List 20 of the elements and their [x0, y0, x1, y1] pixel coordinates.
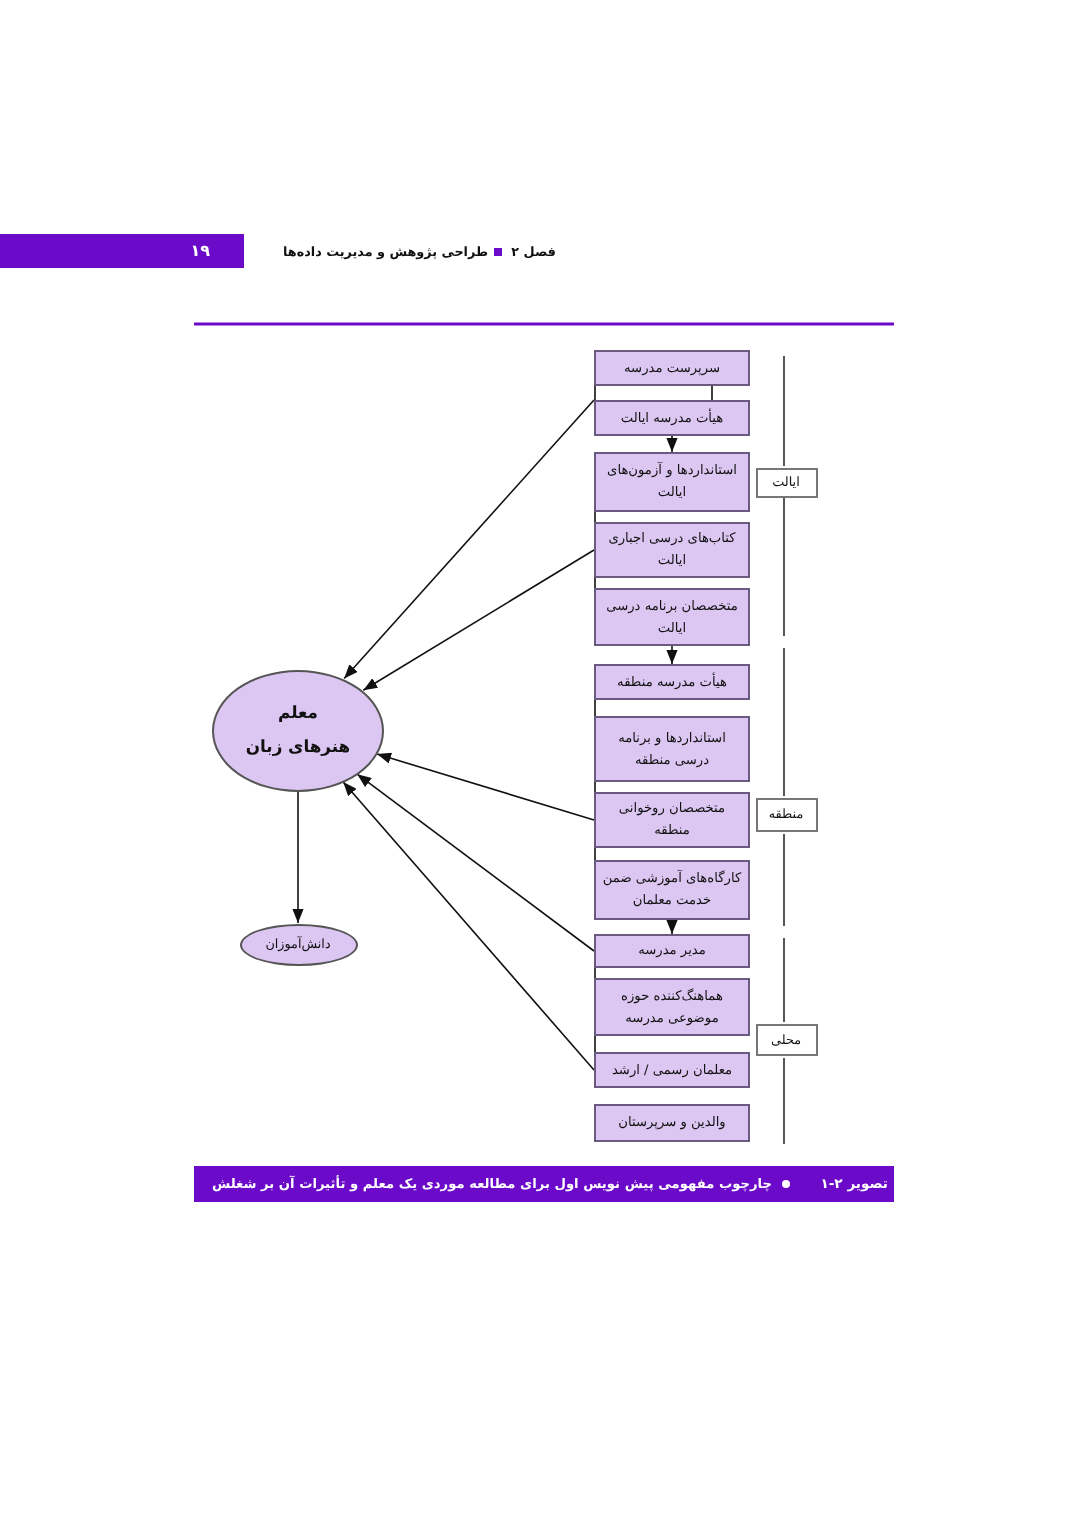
- connector-line: [594, 385, 596, 401]
- arrow: [342, 781, 595, 1071]
- arrow: [356, 773, 595, 952]
- arrow: [666, 435, 678, 453]
- arrow: [292, 790, 304, 924]
- page-number-tab: ۱۹: [0, 234, 244, 268]
- connector-line: [594, 577, 596, 589]
- arrow: [666, 919, 678, 935]
- connector-line: [594, 1035, 596, 1053]
- arrow: [376, 752, 595, 821]
- connector-line: [711, 385, 713, 401]
- connector-line: [594, 781, 596, 793]
- ellipse-node: معلم هنرهای زبان: [212, 669, 384, 791]
- arrow: [343, 399, 595, 680]
- arrow: [666, 645, 678, 665]
- arrow: [362, 549, 595, 692]
- connector-line: [594, 511, 596, 523]
- connector-line: [594, 847, 596, 861]
- connector-line: [594, 699, 596, 717]
- connector-line: [594, 967, 596, 979]
